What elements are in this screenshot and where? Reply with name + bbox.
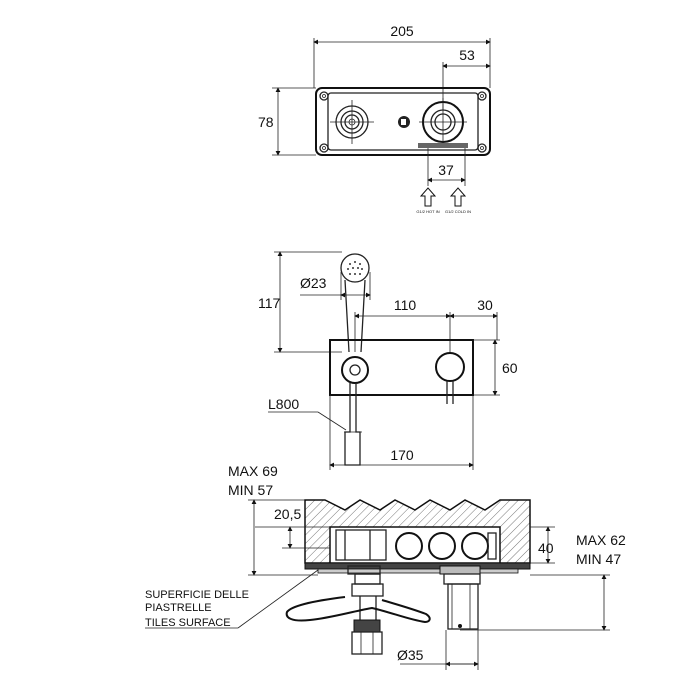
hose-length-dim: L800 (268, 396, 299, 412)
top-offset-dim: 53 (459, 47, 475, 63)
min-body-label: MIN 47 (576, 551, 621, 567)
plate-height-dim: 60 (502, 360, 518, 376)
top-view: 205 53 78 (258, 23, 491, 214)
plate-width-dim: 170 (390, 447, 414, 463)
outlet-diameter-dim: Ø35 (397, 647, 424, 663)
lever-offset-dim: 20,5 (274, 506, 301, 522)
knob-offset-dim: 30 (477, 297, 493, 313)
hot-inlet-label: G1/2 HOT IN (416, 209, 439, 214)
handle-assembly (439, 565, 481, 630)
left-valve (330, 100, 374, 144)
cartridge-1 (395, 532, 423, 560)
box-height-dim: 40 (538, 540, 554, 556)
max-body-label: MAX 62 (576, 532, 626, 548)
max-depth-label: MAX 69 (228, 463, 278, 479)
right-valve (419, 98, 467, 146)
hot-inlet-arrow-icon (419, 187, 437, 207)
top-body-outline (315, 87, 491, 156)
head-height-dim: 117 (258, 295, 281, 311)
surface-label-2: PIASTRELLE (145, 602, 212, 614)
lever-spout-assembly (285, 565, 431, 655)
top-width-dim: 205 (390, 23, 414, 39)
cartridge-2 (428, 532, 456, 560)
inlet-bar (418, 143, 468, 148)
right-knob (435, 352, 465, 404)
cold-inlet-label: G1/2 COLD IN (445, 209, 471, 214)
head-diameter-dim: Ø23 (300, 275, 327, 291)
cover-plate (329, 339, 474, 396)
left-knob (341, 356, 369, 466)
section-view: MAX 69 MIN 57 20,5 40 MAX 62 MIN 47 (145, 463, 626, 670)
top-height-dim: 78 (258, 114, 274, 130)
surface-label-1: SUPERFICIE DELLE (145, 589, 249, 601)
surface-label-3: TILES SURFACE (145, 617, 231, 629)
brand-logo (398, 116, 410, 128)
min-depth-label: MIN 57 (228, 482, 273, 498)
cold-inlet-arrow-icon (449, 187, 467, 207)
inlet-spacing-dim: 37 (438, 162, 454, 178)
tile-surface (304, 562, 531, 570)
center-distance-dim: 110 (394, 297, 417, 313)
front-view: 117 Ø23 110 30 60 (258, 251, 518, 470)
